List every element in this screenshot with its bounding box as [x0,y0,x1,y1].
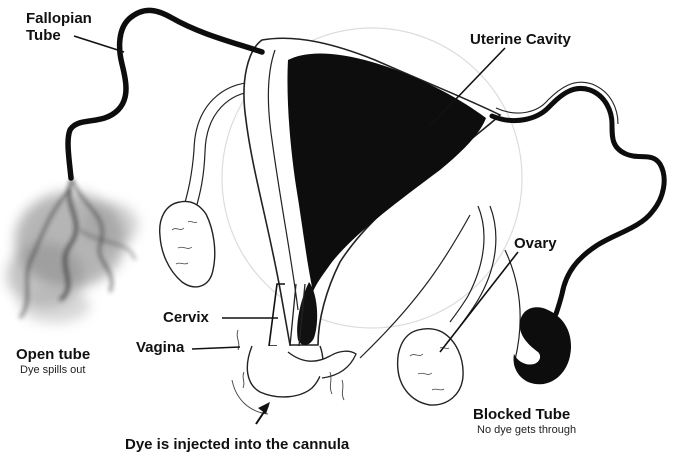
right-fallopian-tube [492,88,664,314]
label-uterine-cavity: Uterine Cavity [470,31,571,48]
label-blocked-tube: Blocked Tube [473,406,570,423]
label-ovary: Ovary [514,235,557,252]
blocked-tube-end [514,307,572,384]
label-cervix: Cervix [163,309,209,326]
label-vagina: Vagina [136,339,184,356]
left-ovary [160,202,215,287]
label-blocked-tube-note: No dye gets through [477,424,576,437]
left-fallopian-tube [68,10,262,178]
dye-spill-smoke [7,180,138,323]
right-tube-sheath [496,82,618,124]
right-ovary [398,329,463,405]
uterine-cavity-dye [287,54,486,293]
leader-vagina [192,347,240,349]
right-ligament [450,206,496,326]
label-open-tube: Open tube [16,346,90,363]
vagina-outline [247,346,322,397]
label-open-tube-note: Dye spills out [20,364,85,377]
label-caption: Dye is injected into the cannula [125,436,349,453]
leader-ovary [440,252,518,352]
injection-arrow [256,402,270,424]
label-fallopian-tube: Fallopian Tube [26,10,92,44]
